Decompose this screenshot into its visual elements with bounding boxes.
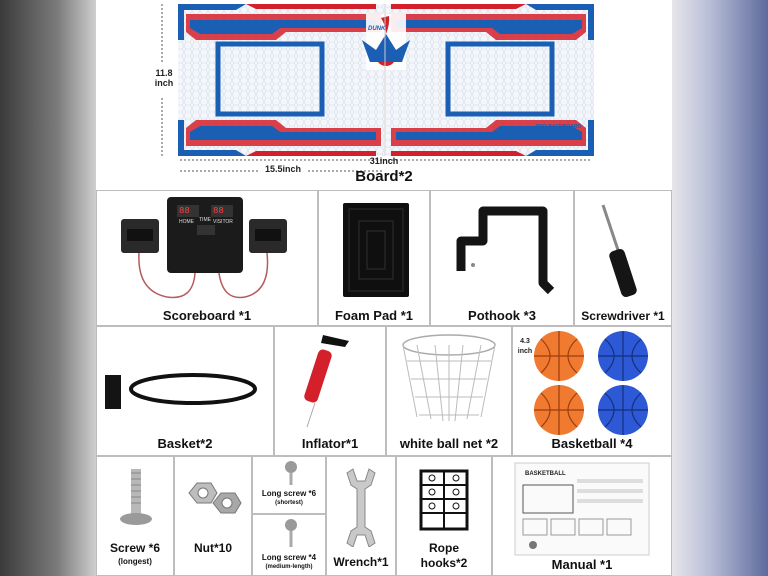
long-screw-2-label: Long screw *4 [261,553,317,562]
rope-hooks-image [419,469,469,531]
manual-image [514,462,650,556]
pothook-label: Pothook *3 [468,308,536,323]
wrench-label: Wrench*1 [333,555,389,569]
net-label: white ball net *2 [399,436,499,451]
board-height-arrow [161,4,163,158]
board-label: Board*2 [355,168,413,185]
scoreboard-label: Scoreboard *1 [162,308,252,323]
manual-title: BASKETBALL [525,471,566,477]
manual-cell: BASKETBALL Manual *1 [492,456,672,576]
long-screw-1-cell: Long screw *6 (shortest) [252,456,326,514]
basketball-label: Basketball *4 [551,436,633,451]
manual-label: Manual *1 [551,557,613,572]
scoreboard-time-label: TIME [199,217,211,223]
scoreboard-digits-visitor: 88 [213,206,224,216]
pothook-image [456,206,555,295]
basketball-cell: 4.3 inch Basketball *4 [512,326,672,456]
scoreboard-home-label: HOME [179,219,194,225]
board-width-total: 31inch [369,156,399,166]
screwdriver-cell: Screwdriver *1 [574,190,672,326]
foam-pad-image [343,203,409,297]
screw-image [120,469,152,525]
basketballs-image [534,331,648,435]
board-height-label: 11.8 inch [154,68,174,88]
screw-label: Screw *6 [109,541,161,555]
long-screw-2-cell: Long screw *4 (medium-length) [252,514,326,576]
inflator-label: Inflator*1 [301,436,359,451]
net-cell: white ball net *2 [386,326,512,456]
rope-hooks-label: Rope hooks*2 [420,541,468,570]
nut-image [188,482,242,514]
net-image [402,334,496,422]
background-left [0,0,96,576]
scoreboard-cell: 88 88 TIME HOME VISITOR Scoreboard *1 [96,190,318,326]
long-screw-1-image [285,461,297,485]
foam-pad-label: Foam Pad *1 [334,308,414,323]
wrench-cell: Wrench*1 [326,456,396,576]
long-screw-1-sub: (shortest) [275,500,303,506]
screw-cell: Screw *6 (longest) [96,456,174,576]
scoreboard-digits-home: 88 [179,206,190,216]
board-width-half: 15.5inch [260,164,306,174]
long-screw-1-label: Long screw *6 [261,489,317,498]
screwdriver-image [601,204,637,297]
screw-sub: (longest) [118,557,152,566]
board-section: 11.8 inch [96,0,672,190]
scoreboard-image [121,197,287,299]
basket-label: Basket*2 [157,436,213,451]
inflator-cell: Inflator*1 [274,326,386,456]
nut-label: Nut*10 [193,541,232,555]
foam-pad-cell: Foam Pad *1 [318,190,430,326]
long-screw-2-image [285,519,297,547]
nut-cell: Nut*10 [174,456,252,576]
background-right [672,0,768,576]
backboard-image [178,4,594,156]
pro-backboard-badge: PRO BACKBOARD [536,124,581,130]
long-screw-2-sub: (medium-length) [265,564,313,570]
logo-text: DUNK [368,26,386,32]
wrench-image [346,468,376,547]
pothook-cell: Pothook *3 [430,190,574,326]
board-width-arrow [180,159,592,161]
basket-cell: Basket*2 [96,326,274,456]
screwdriver-label: Screwdriver *1 [581,309,665,323]
scoreboard-visitor-label: VISITOR [213,219,233,225]
rope-hooks-cell: Rope hooks*2 [396,456,492,576]
inflator-image [304,335,349,428]
product-sheet: 11.8 inch [96,0,672,576]
basketball-size-label: 4.3 inch [517,338,533,355]
basket-image [105,373,257,409]
